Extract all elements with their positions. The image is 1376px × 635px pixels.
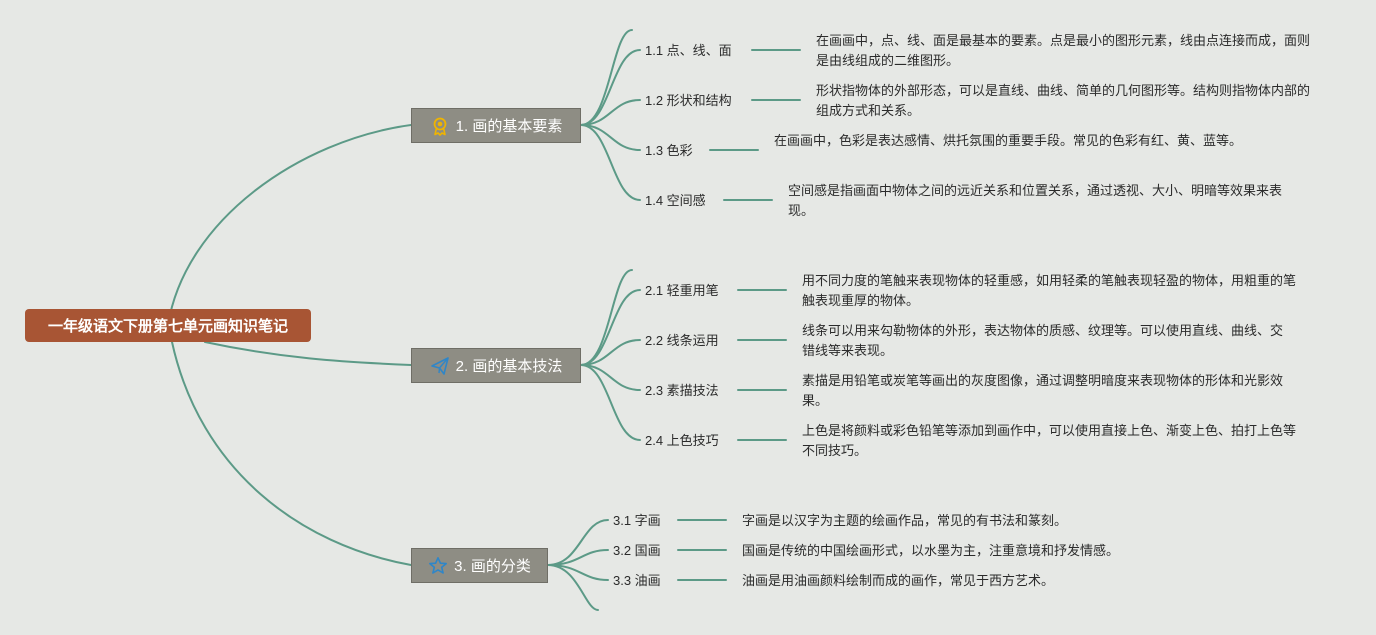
subtopic-1-4[interactable]: 1.4 空间感 — [645, 193, 706, 208]
subtopic-2-1[interactable]: 2.1 轻重用笔 — [645, 283, 719, 298]
topic-node-3[interactable]: 3. 画的分类 — [411, 548, 548, 583]
subtopic-2-3[interactable]: 2.3 素描技法 — [645, 383, 719, 398]
root-node[interactable]: 一年级语文下册第七单元画知识笔记 — [25, 309, 311, 342]
root-label: 一年级语文下册第七单元画知识笔记 — [47, 318, 288, 335]
subtopic-2-2[interactable]: 2.2 线条运用 — [645, 333, 719, 348]
description-1-3: 在画画中，色彩是表达感情、烘托氛围的重要手段。常见的色彩有红、黄、蓝等。 — [774, 133, 1243, 148]
ribbon-icon — [430, 116, 450, 136]
subtopic-3-3[interactable]: 3.3 油画 — [613, 573, 661, 588]
subtopic-1-1[interactable]: 1.1 点、线、面 — [645, 43, 732, 58]
subtopic-1-2[interactable]: 1.2 形状和结构 — [645, 93, 732, 108]
description-2-4: 上色是将颜料或彩色铅笔等添加到画作中，可以使用直接上色、渐变上色、拍打上色等不同… — [802, 423, 1297, 458]
paper-plane-icon — [430, 356, 450, 376]
subtopic-1-3[interactable]: 1.3 色彩 — [645, 143, 693, 158]
topic-node-1[interactable]: 1. 画的基本要素 — [411, 108, 581, 143]
topic-label: 2. 画的基本技法 — [455, 358, 563, 375]
topic-label: 3. 画的分类 — [454, 558, 531, 575]
link-root-topic-3 — [171, 341, 412, 566]
link-root-topic-2 — [204, 341, 412, 366]
subtopic-3-1[interactable]: 3.1 字画 — [613, 513, 661, 528]
subtopic-3-2[interactable]: 3.2 国画 — [613, 543, 661, 558]
description-1-1: 在画画中，点、线、面是最基本的要素。点是最小的图形元素，线由点连接而成，面则是由… — [816, 33, 1311, 68]
description-3-1: 字画是以汉字为主题的绘画作品，常见的有书法和篆刻。 — [742, 513, 1068, 528]
description-2-1: 用不同力度的笔触来表现物体的轻重感，如用轻柔的笔触表现轻盈的物体，用粗重的笔触表… — [802, 273, 1297, 308]
topic-label: 1. 画的基本要素 — [455, 118, 563, 135]
description-1-2: 形状指物体的外部形态，可以是直线、曲线、简单的几何图形等。结构则指物体内部的组成… — [816, 83, 1311, 118]
topic-node-2[interactable]: 2. 画的基本技法 — [411, 348, 581, 383]
description-3-3: 油画是用油画颜料绘制而成的画作，常见于西方艺术。 — [742, 573, 1055, 588]
description-1-4: 空间感是指画面中物体之间的远近关系和位置关系，通过透视、大小、明暗等效果来表现。 — [788, 183, 1283, 218]
link-root-topic-1 — [167, 124, 412, 326]
subtopic-2-4[interactable]: 2.4 上色技巧 — [645, 433, 719, 448]
description-2-3: 素描是用铅笔或炭笔等画出的灰度图像，通过调整明暗度来表现物体的形体和光影效果。 — [802, 373, 1284, 408]
description-2-2: 线条可以用来勾勒物体的外形，表达物体的质感、纹理等。可以使用直线、曲线、交错线等… — [802, 323, 1284, 358]
star-icon — [428, 556, 448, 576]
description-3-2: 国画是传统的中国绘画形式，以水墨为主，注重意境和抒发情感。 — [742, 543, 1120, 558]
